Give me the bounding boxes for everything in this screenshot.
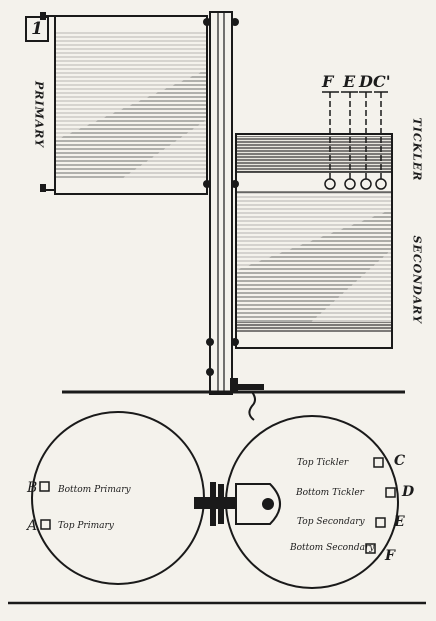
terminal-letter-d: D bbox=[402, 484, 415, 500]
tap-letter-e: E bbox=[343, 72, 356, 91]
terminal-letter-e: E bbox=[394, 514, 405, 530]
figure-number-text: 1 bbox=[31, 19, 43, 39]
right-terminals bbox=[365, 457, 396, 554]
hinge-assembly bbox=[194, 482, 281, 526]
tap-letter-f: F bbox=[322, 72, 334, 91]
terminal-text-top-primary: Top Primary bbox=[58, 521, 114, 531]
primary-coil bbox=[40, 12, 208, 195]
terminal-letter-f: F bbox=[385, 548, 395, 564]
left-base-circle bbox=[31, 411, 205, 585]
terminal-letter-b: B bbox=[27, 480, 38, 496]
tap-letter-c-prime: C' bbox=[373, 72, 391, 91]
terminal-letter-a: A bbox=[27, 518, 38, 534]
terminal-letter-c: C bbox=[394, 453, 406, 469]
tickler-label: TICKLER bbox=[410, 117, 424, 182]
terminal-text-bottom-primary: Bottom Primary bbox=[58, 485, 131, 495]
left-terminals bbox=[39, 481, 51, 530]
terminal-text-top-tickler: Top Tickler bbox=[297, 458, 349, 468]
figure-number: 1 bbox=[25, 16, 49, 42]
terminal-text-bottom-secondary: Bottom Secondary bbox=[290, 543, 375, 553]
tap-lines bbox=[322, 91, 388, 190]
secondary-label: SECONDARY bbox=[410, 235, 424, 324]
base-board bbox=[62, 378, 405, 421]
tickler-secondary-coil bbox=[235, 133, 393, 349]
terminal-text-top-secondary: Top Secondary bbox=[297, 517, 365, 527]
terminal-text-bottom-tickler: Bottom Tickler bbox=[296, 488, 364, 498]
vertical-post bbox=[203, 11, 239, 395]
tap-letter-d: D bbox=[359, 72, 373, 91]
primary-label: PRIMARY bbox=[32, 81, 46, 148]
